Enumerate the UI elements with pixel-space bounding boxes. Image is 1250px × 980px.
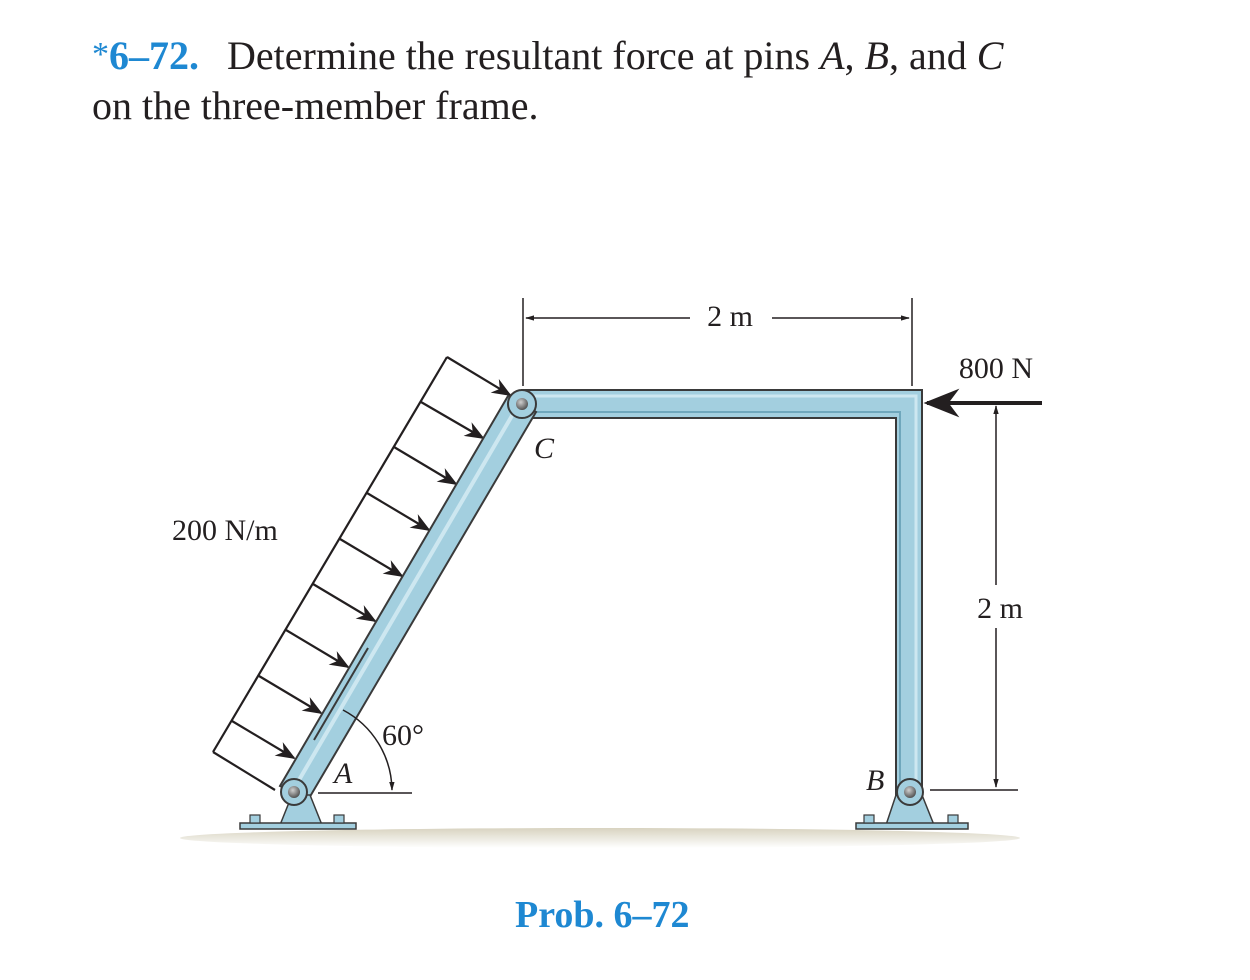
pin-b-label: B xyxy=(866,764,884,797)
distributed-load-label: 200 N/m xyxy=(172,514,278,547)
pin-c-label: C xyxy=(534,432,555,465)
problem-statement: *6–72.Determine the resultant force at p… xyxy=(92,33,1004,128)
member-bc xyxy=(521,389,923,809)
ground-surface xyxy=(180,828,1020,848)
dimension-vertical xyxy=(930,405,1018,791)
angle-arc xyxy=(342,709,395,791)
figure-caption: Prob. 6–72 xyxy=(515,894,690,936)
support-b xyxy=(855,778,969,830)
dimension-horizontal xyxy=(522,298,913,386)
dimension-vertical-label: 2 m xyxy=(977,592,1023,625)
pin-a-label: A xyxy=(332,757,353,790)
dimension-horizontal-label: 2 m xyxy=(707,300,753,333)
point-load-label: 800 N xyxy=(959,352,1033,385)
support-a xyxy=(239,778,357,830)
problem-number: *6–72. xyxy=(92,33,199,78)
angle-label: 60° xyxy=(382,719,424,752)
pin-c xyxy=(507,389,537,419)
distributed-load xyxy=(212,356,512,791)
